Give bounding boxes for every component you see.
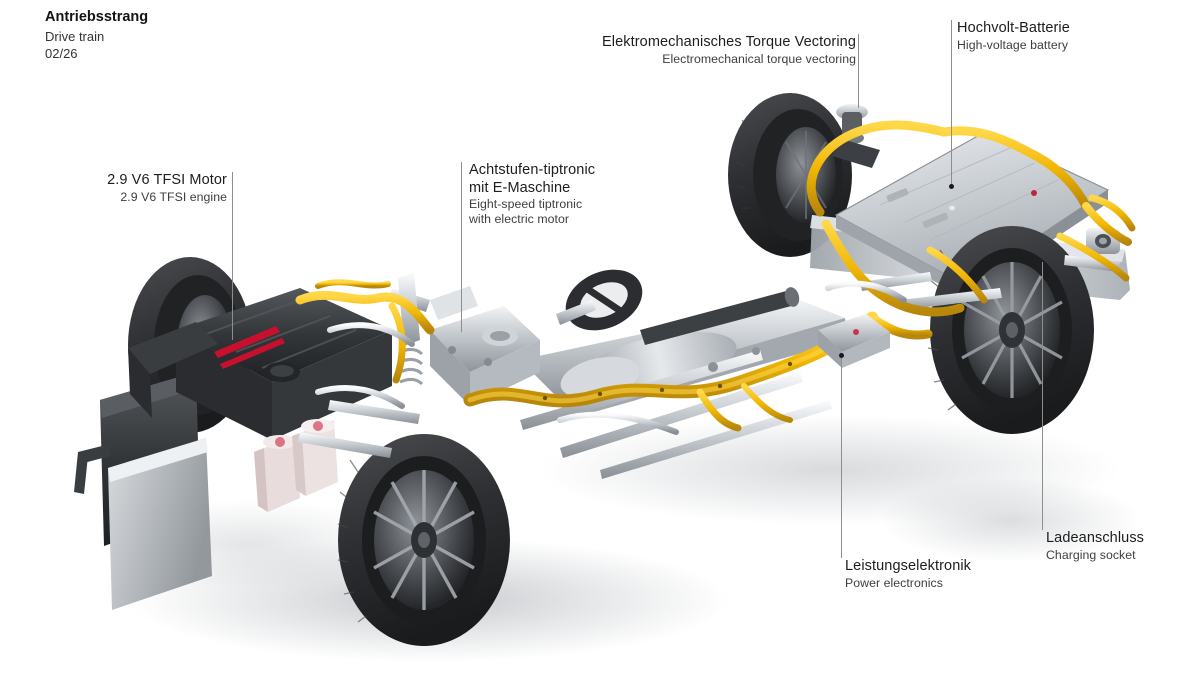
callout-torque-vectoring-label-en: Electromechanical torque vectoring — [662, 51, 856, 66]
engine-block — [176, 288, 392, 440]
page-title-de: Antriebsstrang — [45, 9, 149, 25]
callout-transmission-label-en-1: Eight-speed tiptronic — [469, 197, 583, 212]
callout-charging-socket-label-en: Charging socket — [1046, 547, 1136, 562]
callout-transmission-label-de-2: mit E-Maschine — [469, 179, 571, 196]
steering-wheel — [565, 269, 643, 331]
callout-battery-label-en: High-voltage battery — [957, 37, 1069, 52]
callout-battery-label-de: Hochvolt-Batterie — [957, 20, 1070, 36]
page-title-en: Drive train — [45, 28, 105, 44]
leader-line-charging-socket — [1042, 262, 1043, 530]
callout-engine-label-de: 2.9 V6 TFSI Motor — [107, 172, 227, 188]
leader-endpoint-power-electronics — [839, 353, 844, 358]
transmission-unit — [430, 286, 540, 406]
callout-transmission: Achtstufen-tiptronic mit E-Maschine Eigh… — [469, 162, 595, 227]
page-number: 02/26 — [45, 46, 78, 62]
callout-charging-socket-label-de: Ladeanschluss — [1046, 530, 1145, 546]
rear-assembly — [728, 93, 1130, 434]
wheel-front-right — [337, 434, 510, 646]
power-electronics-module — [818, 314, 890, 368]
leader-line-engine — [232, 172, 233, 340]
callout-power-electronics: Leistungselektronik Power electronics — [845, 558, 971, 591]
callout-engine-label-en: 2.9 V6 TFSI engine — [120, 189, 227, 204]
callout-torque-vectoring: Elektromechanisches Torque Vectoring Ele… — [592, 34, 856, 67]
coolant-hoses — [315, 280, 907, 435]
engine-red-accent — [214, 326, 285, 369]
callout-transmission-label-en-2: with electric motor — [469, 212, 570, 227]
callout-torque-vectoring-label-de: Elektromechanisches Torque Vectoring — [601, 34, 856, 50]
leader-line-power-electronics — [841, 356, 842, 558]
leader-line-torque-vectoring — [858, 34, 859, 108]
callout-power-electronics-label-de: Leistungselektronik — [845, 558, 972, 574]
callout-battery: Hochvolt-Batterie High-voltage battery — [957, 20, 1070, 53]
leader-line-battery — [951, 20, 952, 186]
high-voltage-cables — [295, 120, 1136, 432]
leader-endpoint-battery — [949, 184, 954, 189]
callout-charging-socket: Ladeanschluss Charging socket — [1046, 530, 1144, 563]
title-block: Antriebsstrang Drive train 02/26 — [45, 8, 148, 63]
callout-transmission-label-de-1: Achtstufen-tiptronic — [469, 162, 596, 178]
front-assembly — [74, 257, 540, 646]
callout-power-electronics-label-en: Power electronics — [845, 575, 943, 590]
callout-engine: 2.9 V6 TFSI Motor 2.9 V6 TFSI engine — [105, 172, 227, 205]
leader-line-transmission — [461, 162, 462, 332]
